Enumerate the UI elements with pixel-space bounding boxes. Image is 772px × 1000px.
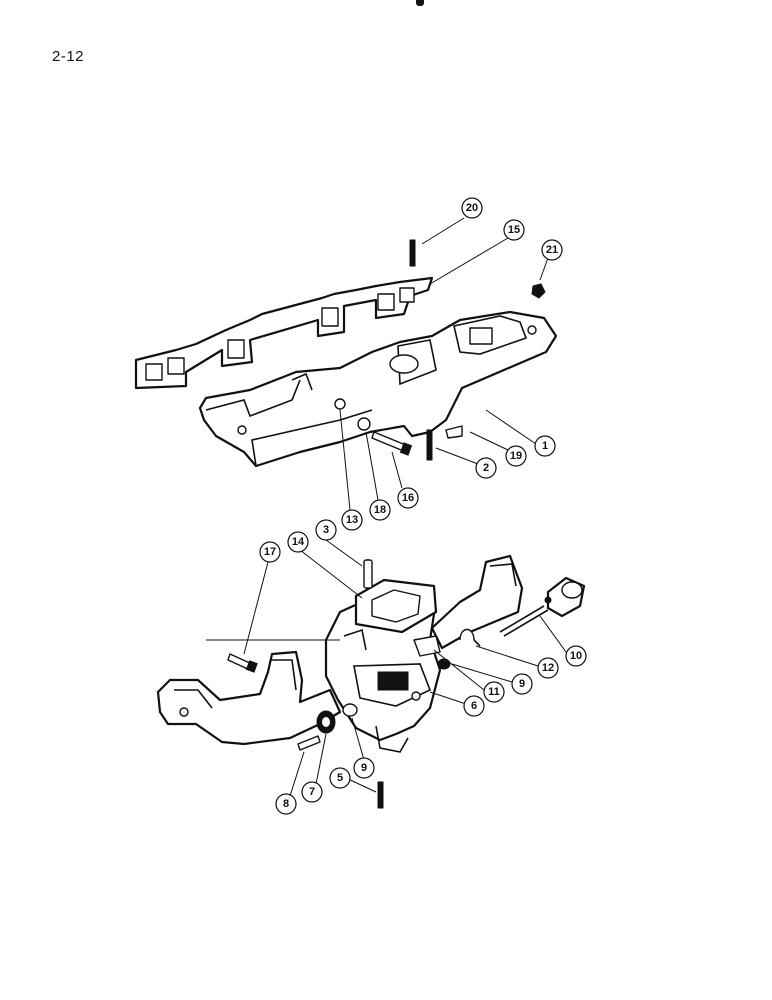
- svg-text:2: 2: [483, 462, 489, 474]
- svg-text:5: 5: [337, 772, 343, 784]
- stud-part-20: [409, 239, 416, 267]
- callout-5: 5: [329, 767, 351, 789]
- clip-part-19: [445, 425, 463, 439]
- intake-manifold: [198, 310, 558, 468]
- svg-text:21: 21: [546, 244, 558, 256]
- callout-16: 16: [397, 487, 419, 509]
- plug-part-9-upper: [437, 658, 451, 670]
- svg-text:6: 6: [471, 700, 477, 712]
- svg-text:9: 9: [361, 762, 367, 774]
- svg-text:13: 13: [346, 514, 358, 526]
- callout-14: 14: [287, 531, 309, 553]
- svg-text:10: 10: [570, 650, 582, 662]
- callout-1: 1: [534, 435, 556, 457]
- callout-13: 13: [341, 509, 363, 531]
- exhaust-manifold-left: [156, 650, 342, 746]
- callout-17: 17: [259, 541, 281, 563]
- stud-part-2: [426, 429, 433, 461]
- leader-lines: [243, 217, 567, 797]
- svg-text:8: 8: [283, 798, 289, 810]
- callout-15: 15: [503, 219, 525, 241]
- callout-12: 12: [537, 657, 559, 679]
- pin-part-3: [363, 559, 373, 589]
- callout-6: 6: [463, 695, 485, 717]
- callout-18: 18: [369, 499, 391, 521]
- svg-text:3: 3: [323, 524, 329, 536]
- callout-20: 20: [461, 197, 483, 219]
- washer-part-7: [316, 710, 336, 734]
- svg-text:12: 12: [542, 662, 554, 674]
- callout-8: 8: [275, 793, 297, 815]
- clip-part-12: [459, 628, 481, 647]
- insert-part-11: [413, 635, 441, 657]
- gasket-part-14: [354, 578, 438, 634]
- svg-text:7: 7: [309, 786, 315, 798]
- svg-text:11: 11: [488, 686, 500, 698]
- callout-19: 19: [505, 445, 527, 467]
- callout-10: 10: [565, 645, 587, 667]
- callout-21: 21: [541, 239, 563, 261]
- svg-text:18: 18: [374, 504, 386, 516]
- svg-text:14: 14: [292, 536, 305, 548]
- svg-text:15: 15: [508, 224, 520, 236]
- svg-text:16: 16: [402, 492, 414, 504]
- svg-text:19: 19: [510, 450, 522, 462]
- bolt-part-16: [371, 431, 413, 456]
- svg-text:1: 1: [542, 440, 548, 452]
- callout-9-upper: 9: [511, 673, 533, 695]
- stud-part-5: [377, 781, 384, 809]
- manifold-gasket: [134, 276, 434, 390]
- callout-3: 3: [315, 519, 337, 541]
- callout-11: 11: [483, 681, 505, 703]
- control-valve-part-10: [499, 576, 586, 637]
- plug-part-9-lower: [342, 703, 358, 717]
- svg-text:17: 17: [264, 546, 276, 558]
- page-top-mark: [416, 0, 424, 6]
- nut-part-21: [531, 283, 546, 299]
- page-number: 2-12: [52, 48, 85, 65]
- callout-7: 7: [301, 781, 323, 803]
- callout-2: 2: [475, 457, 497, 479]
- pin-part-8: [297, 735, 321, 751]
- bolt-part-17: [227, 653, 258, 673]
- svg-text:20: 20: [466, 202, 478, 214]
- svg-text:9: 9: [519, 678, 525, 690]
- callout-9-lower: 9: [353, 757, 375, 779]
